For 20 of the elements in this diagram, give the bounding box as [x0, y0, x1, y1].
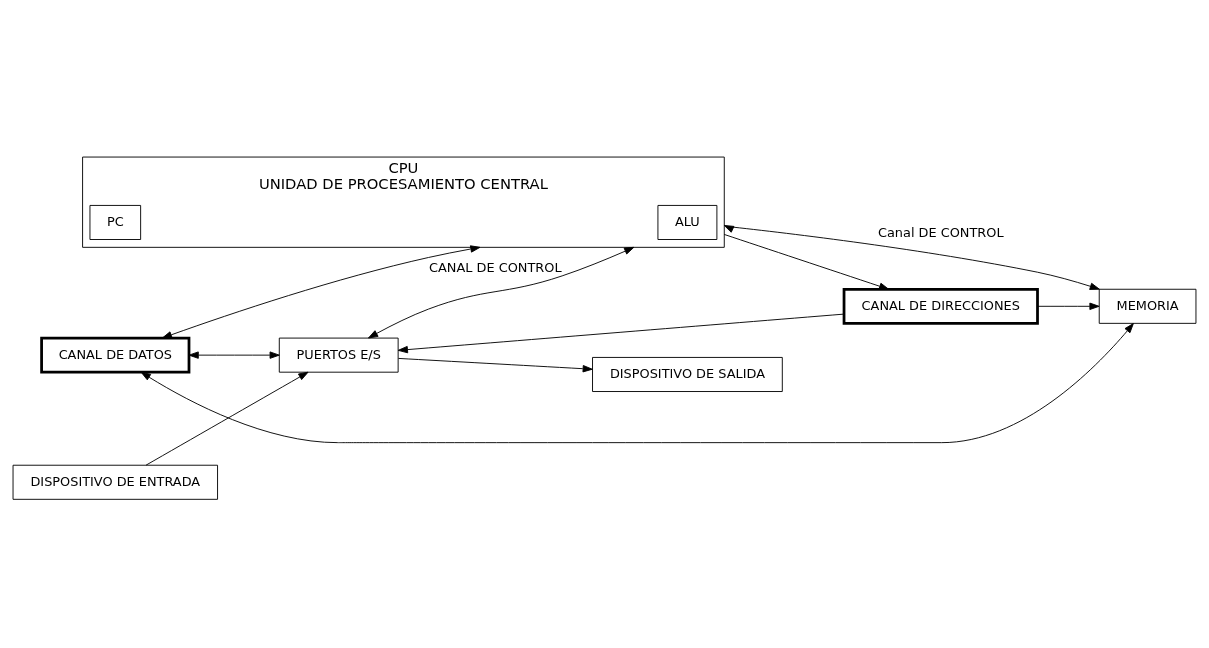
node-box: ALU — [657, 204, 718, 240]
node-box: DISPOSITIVO DE SALIDA — [592, 356, 783, 392]
arrow — [1037, 302, 1100, 310]
node-box: MEMORIA — [1098, 288, 1197, 324]
node-box: PC — [89, 204, 142, 240]
edge-label: Canal DE CONTROL — [877, 224, 1004, 240]
arrow — [145, 371, 309, 466]
node-box: CANAL DE DIRECCIONES — [842, 287, 1039, 325]
arrow — [188, 350, 280, 359]
arrow — [723, 233, 890, 290]
node-box: PUERTOS E/S — [278, 337, 399, 373]
arrow — [397, 313, 845, 353]
edge-label: CANAL DE CONTROL — [429, 259, 562, 275]
arrow — [161, 244, 481, 338]
node-box: DISPOSITIVO DE ENTRADA — [12, 464, 218, 500]
arrow — [368, 246, 635, 338]
arrow — [723, 224, 1100, 290]
node-box: CANAL DE DATOS — [40, 336, 191, 374]
arrow — [398, 357, 593, 372]
arrow — [140, 322, 1134, 443]
